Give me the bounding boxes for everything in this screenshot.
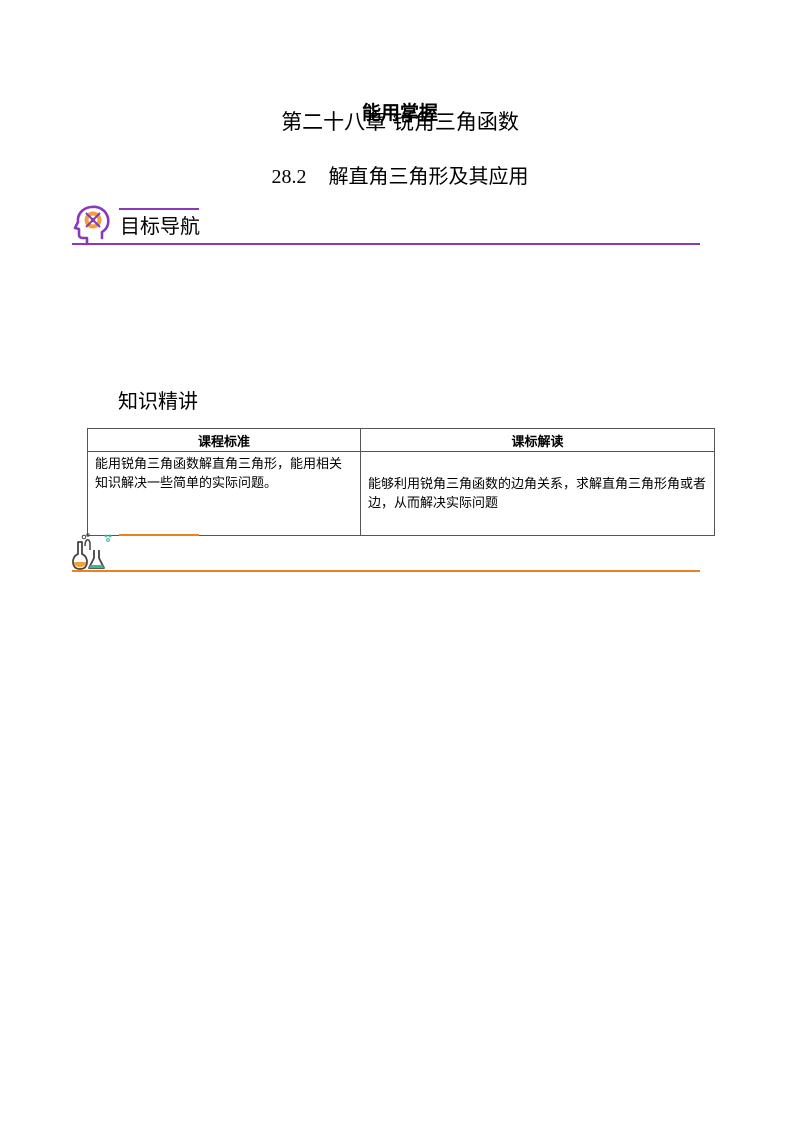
section-heading: 28.2 解直角三角形及其应用	[0, 160, 800, 189]
lab-accent-line	[119, 534, 199, 536]
goal-nav-rule	[72, 243, 700, 245]
lab-rule	[72, 570, 700, 572]
table-row: 能用锐角三角函数解直角三角形，能用相关知识解决一些简单的实际问题。 能够利用锐角…	[87, 451, 715, 536]
table-header-row: 课程标准 课标解读	[87, 428, 715, 452]
section-title: 解直角三角形及其应用	[328, 164, 529, 188]
table-header-cell: 课标解读	[360, 428, 715, 452]
goal-nav-heading: 目标导航	[120, 214, 200, 238]
head-gear-icon	[72, 204, 112, 246]
table-cell-standard: 能用锐角三角函数解直角三角形，能用相关知识解决一些简单的实际问题。	[87, 451, 361, 536]
chapter-title: 第二十八章 锐角三角函数	[281, 110, 519, 134]
goal-nav-accent-line	[119, 208, 199, 210]
curriculum-standards-table: 课程标准 课标解读 能用锐角三角函数解直角三角形，能用相关知识解决一些简单的实际…	[87, 428, 715, 536]
lab-flask-icon	[70, 532, 112, 572]
table-cell-interpretation: 能够利用锐角三角函数的边角关系，求解直角三角形角或者边，从而解决实际问题	[360, 451, 715, 536]
table-header-cell: 课程标准	[87, 428, 361, 452]
overlay-heading: 能用掌握	[361, 102, 438, 124]
section-number: 28.2	[271, 166, 307, 188]
knowledge-heading: 知识精讲	[118, 389, 198, 413]
